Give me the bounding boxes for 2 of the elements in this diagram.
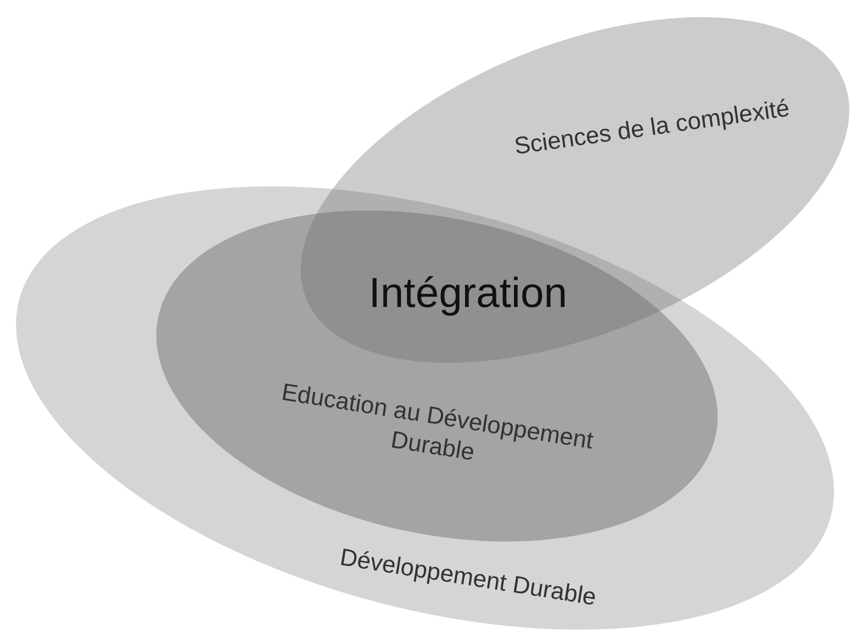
- ellipse-label: Sciences de la complexité: [512, 94, 792, 162]
- overlap-label: Intégration: [368, 269, 568, 317]
